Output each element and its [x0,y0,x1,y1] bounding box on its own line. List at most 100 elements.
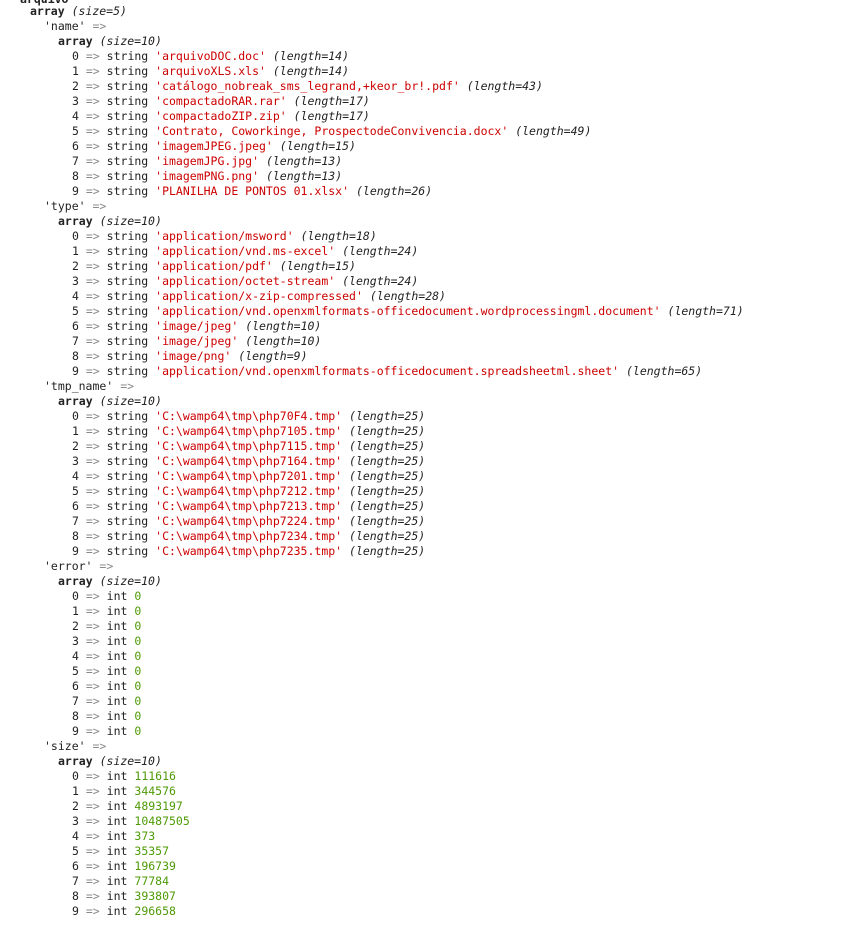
item-index: 4 [72,469,79,483]
item-length: (length=15) [279,259,356,273]
item-value: 'imagemJPG.jpg' [155,154,260,168]
item-length: (length=28) [369,289,446,303]
item-value: 111616 [134,769,176,783]
arrow-symbol: => [85,844,100,858]
array-item-row: 1 => string 'C:\wamp64\tmp\php7105.tmp' … [0,424,425,439]
item-index: 1 [72,604,79,618]
item-value: 10487505 [134,814,190,828]
arrow-symbol: => [85,469,100,483]
array-header: array (size=10) [0,214,162,229]
array-key: 'size' [44,739,86,753]
arrow-symbol: => [85,634,100,648]
arrow-symbol: => [85,709,100,723]
item-index: 1 [72,64,79,78]
array-size: (size=10) [99,754,162,768]
array-item-row: 9 => string 'PLANILHA DE PONTOS 01.xlsx'… [0,184,432,199]
item-value: 'application/octet-stream' [155,274,336,288]
item-type: string [106,364,149,378]
array-item-row: 0 => string 'C:\wamp64\tmp\php70F4.tmp' … [0,409,425,424]
root-array-header: array (size=5) [0,4,127,19]
item-index: 2 [72,79,79,93]
item-value: 296658 [134,904,176,918]
item-value: 'arquivoDOC.doc' [155,49,266,63]
item-index: 5 [72,484,79,498]
item-index: 3 [72,634,79,648]
item-value: 0 [134,664,142,678]
item-index: 1 [72,424,79,438]
arrow-symbol: => [85,154,100,168]
item-value: 0 [134,694,142,708]
item-type: string [106,274,149,288]
item-type: string [106,529,149,543]
item-length: (length=18) [300,229,377,243]
array-item-row: 1 => string 'arquivoXLS.xls' (length=14) [0,64,349,79]
item-type: string [106,424,149,438]
array-key-line: 'type' => [0,199,106,214]
arrow-symbol: => [99,559,114,573]
item-value: 'application/pdf' [155,259,273,273]
item-length: (length=25) [349,469,426,483]
item-index: 9 [72,904,79,918]
arrow-symbol: => [85,169,100,183]
item-length: (length=25) [349,514,426,528]
array-label: array [58,214,93,228]
item-value: 344576 [134,784,176,798]
item-type: string [106,244,149,258]
item-value: 0 [134,634,142,648]
item-type: string [106,544,149,558]
item-type: string [106,109,149,123]
item-length: (length=17) [293,109,370,123]
item-type: int [106,829,128,843]
item-type: string [106,229,149,243]
item-index: 5 [72,124,79,138]
array-item-row: 6 => string 'imagemJPEG.jpeg' (length=15… [0,139,356,154]
arrow-symbol: => [85,664,100,678]
item-value: 'application/vnd.ms-excel' [155,244,336,258]
item-value: 0 [134,709,142,723]
item-value: 'image/jpeg' [155,334,239,348]
arrow-symbol: => [85,244,100,258]
item-index: 9 [72,184,79,198]
arrow-symbol: => [85,649,100,663]
array-item-row: 8 => int 393807 [0,889,176,904]
arrow-symbol: => [85,94,100,108]
item-type: string [106,64,149,78]
arrow-symbol: => [85,274,100,288]
item-value: 77784 [134,874,170,888]
item-index: 8 [72,889,79,903]
item-type: int [106,889,128,903]
item-index: 2 [72,439,79,453]
item-index: 5 [72,304,79,318]
array-item-row: 4 => int 373 [0,829,155,844]
array-item-row: 7 => string 'image/jpeg' (length=10) [0,334,321,349]
item-type: string [106,454,149,468]
item-index: 8 [72,709,79,723]
arrow-symbol: => [85,229,100,243]
array-item-row: 9 => string 'application/vnd.openxmlform… [0,364,702,379]
item-value: 0 [134,724,142,738]
array-item-row: 4 => string 'C:\wamp64\tmp\php7201.tmp' … [0,469,425,484]
arrow-symbol: => [85,334,100,348]
item-length: (length=14) [272,64,350,78]
array-item-row: 6 => string 'image/jpeg' (length=10) [0,319,321,334]
item-value: 'image/png' [155,349,232,363]
item-type: string [106,184,149,198]
item-value: 'C:\wamp64\tmp\php7235.tmp' [155,544,343,558]
item-value: 'catálogo_nobreak_sms_legrand,+keor_br!.… [155,79,460,93]
item-type: string [106,94,149,108]
item-index: 0 [72,589,79,603]
array-label: array [58,34,93,48]
arrow-symbol: => [85,589,100,603]
item-type: string [106,334,149,348]
item-type: string [106,289,149,303]
array-item-row: 9 => int 0 [0,724,141,739]
item-type: string [106,79,149,93]
item-index: 6 [72,319,79,333]
item-value: 'C:\wamp64\tmp\php7164.tmp' [155,454,343,468]
item-index: 9 [72,724,79,738]
item-index: 3 [72,94,79,108]
arrow-symbol: => [85,619,100,633]
item-value: 196739 [134,859,176,873]
item-type: string [106,304,149,318]
arrow-symbol: => [120,379,135,393]
